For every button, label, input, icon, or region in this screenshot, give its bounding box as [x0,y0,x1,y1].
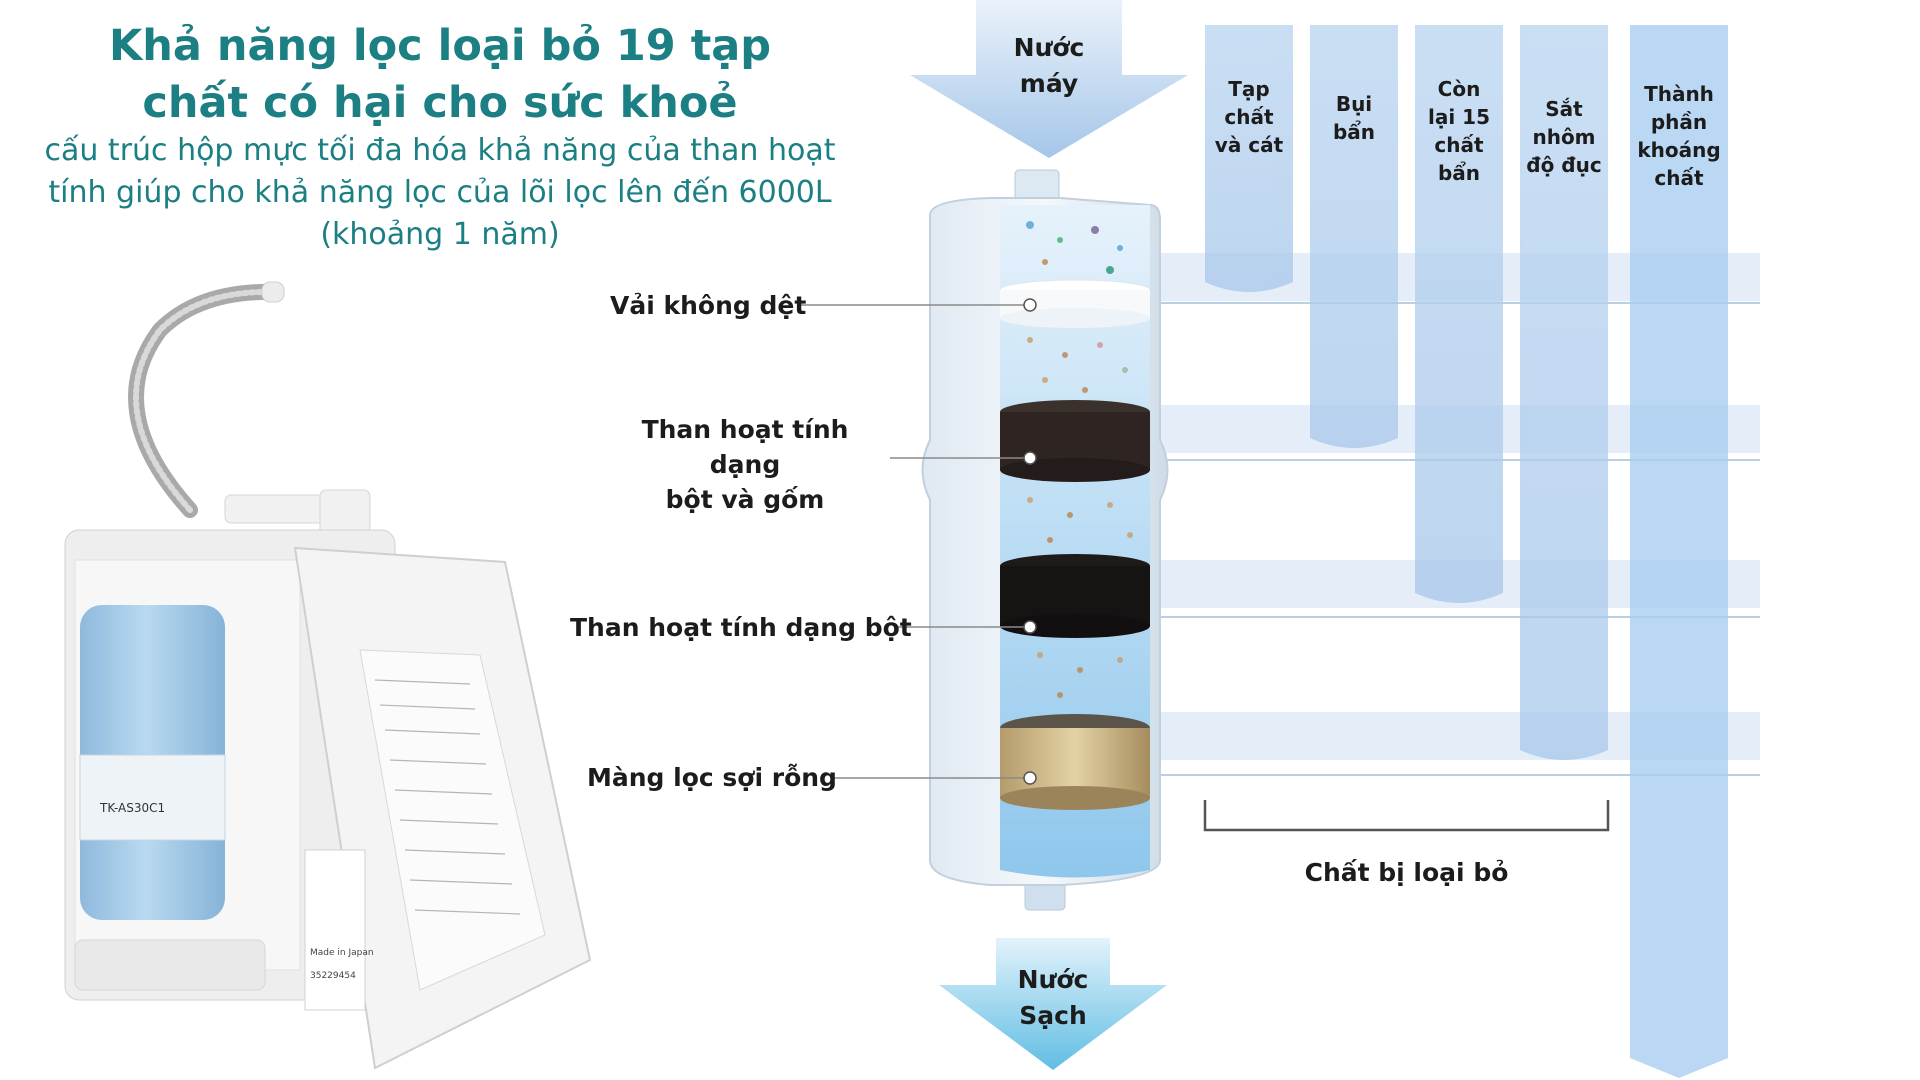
inlet-label: Nước máy [1013,33,1085,98]
removed-bracket [1203,800,1610,832]
layer-label-carbon-ceramic: Than hoạt tính dạng bột và gốm [641,415,849,514]
particles [1026,221,1133,698]
column-label-dust: Bụi bẩn [1332,92,1376,144]
water-ionizer-illustration: TK-AS30C1 Made in Japan 35229454 [64,281,592,1070]
column-sand [1205,25,1293,292]
removed-substances-label: Chất bị loại bỏ [1304,858,1509,887]
column-minerals [1630,25,1728,1078]
outlet-label: Nước Sạch [1017,965,1089,1030]
leader-lines [800,304,1030,779]
column-label-15-contaminants: Còn lại 15 chất bẩn [1427,77,1490,185]
column-dust [1310,25,1398,448]
title-line-2: chất có hại cho sức khoẻ [142,78,738,128]
column-label-iron: Sắt nhôm độ đục [1526,97,1602,177]
column-label-minerals: Thành phần khoáng chất [1637,82,1721,190]
made-in-label: Made in Japan [310,948,374,958]
layer-label-carbon-powder: Than hoạt tính dạng bột [570,613,912,642]
column-label-sand: Tạp chất và cát [1214,77,1284,157]
cartridge-model-label: TK-AS30C1 [99,801,165,815]
title-line-1: Khả năng lọc loại bỏ 19 tạp [108,21,772,71]
outlet-arrow [939,938,1167,1070]
subtitle-line-2: tính giúp cho khả năng lọc của lõi lọc l… [48,175,832,210]
serial-label: 35229454 [310,971,356,981]
layer-label-nonwoven: Vải không dệt [610,291,807,320]
column-15-contaminants [1415,25,1503,603]
cartridge-cutaway [921,169,1169,911]
removed-columns [1205,25,1608,760]
column-iron [1520,25,1608,760]
subtitle-line-1: cấu trúc hộp mực tối đa hóa khả năng của… [44,133,836,168]
layer-label-hollow-fiber: Màng lọc sợi rỗng [587,763,837,792]
subtitle-line-3: (khoảng 1 năm) [320,217,560,252]
page-subtitle: cấu trúc hộp mực tối đa hóa khả năng của… [20,130,860,256]
leader-dots [1023,298,1037,785]
page-title: Khả năng lọc loại bỏ 19 tạp chất có hại … [20,18,860,132]
inlet-arrow [910,0,1188,158]
